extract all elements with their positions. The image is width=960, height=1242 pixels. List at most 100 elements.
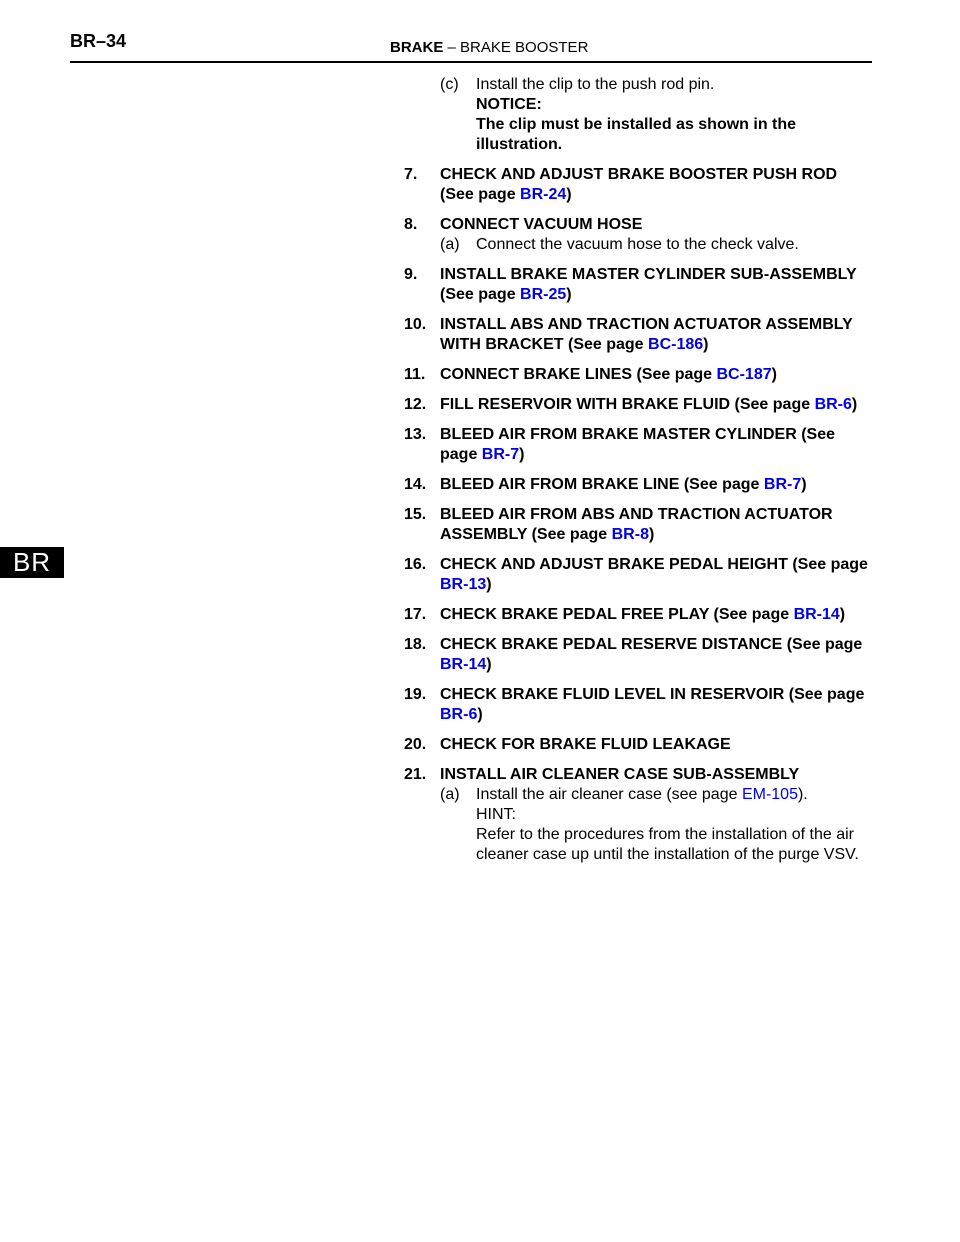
substep-body: Connect the vacuum hose to the check val… xyxy=(476,236,799,253)
step-text: FILL RESERVOIR WITH BRAKE FLUID (See pag… xyxy=(440,395,874,415)
step-number: 16. xyxy=(404,556,427,573)
step-text: CHECK BRAKE PEDAL RESERVE DISTANCE (See … xyxy=(440,635,874,675)
page-link[interactable]: BR-25 xyxy=(520,286,567,303)
procedure-step: 20.CHECK FOR BRAKE FLUID LEAKAGE xyxy=(404,735,874,755)
step-number: 17. xyxy=(404,606,427,623)
step-number: 7. xyxy=(404,166,418,183)
step-text: INSTALL ABS AND TRACTION ACTUATOR ASSEMB… xyxy=(440,315,874,355)
step-close-paren: ) xyxy=(519,446,525,463)
page-number: BR–34 xyxy=(70,31,127,51)
step-text: BLEED AIR FROM BRAKE MASTER CYLINDER (Se… xyxy=(440,425,874,465)
page-link[interactable]: BR-6 xyxy=(814,396,852,413)
step-text: CHECK AND ADJUST BRAKE PEDAL HEIGHT (See… xyxy=(440,555,874,595)
step-close-paren: ) xyxy=(703,336,709,353)
substep-number: (a) xyxy=(440,786,460,803)
procedure-step: 21. INSTALL AIR CLEANER CASE SUB-ASSEMBLY… xyxy=(404,765,874,865)
step-number: 13. xyxy=(404,426,427,443)
step-close-paren: ) xyxy=(839,606,846,623)
step-text: CHECK BRAKE FLUID LEVEL IN RESERVOIR (Se… xyxy=(440,685,874,725)
procedure-step: 9. INSTALL BRAKE MASTER CYLINDER SUB-ASSE… xyxy=(404,265,874,305)
step-title: INSTALL BRAKE MASTER CYLINDER SUB-ASSEMB… xyxy=(440,266,857,303)
step-text: CONNECT BRAKE LINES (See page BC-187) xyxy=(440,365,874,385)
substep-c: (c) Install the clip to the push rod pin… xyxy=(404,75,874,155)
step-title: CHECK AND ADJUST BRAKE PEDAL HEIGHT (See… xyxy=(440,556,868,573)
page-link[interactable]: BR-13 xyxy=(440,576,487,593)
step-title: CONNECT VACUUM HOSE xyxy=(440,216,643,233)
procedure-content: (c) Install the clip to the push rod pin… xyxy=(404,75,874,875)
page-link[interactable]: BC-187 xyxy=(716,366,772,383)
step-close-paren: ) xyxy=(648,526,655,543)
header-separator: – xyxy=(443,39,461,56)
hint-label: HINT: xyxy=(476,806,516,823)
step-title: CHECK FOR BRAKE FLUID LEAKAGE xyxy=(440,736,731,753)
substep: (a) Install the air cleaner case (see pag… xyxy=(440,785,874,865)
substep-end: ). xyxy=(797,786,808,803)
step-close-paren: ) xyxy=(486,656,492,673)
page-link[interactable]: BR-14 xyxy=(793,606,840,623)
substep-text: Connect the vacuum hose to the check val… xyxy=(476,235,874,255)
step-close-paren: ) xyxy=(566,286,572,303)
page-link[interactable]: EM-105 xyxy=(741,786,798,803)
step-number: 21. xyxy=(404,766,427,783)
page-link[interactable]: BR-6 xyxy=(440,706,478,723)
step-number: 11. xyxy=(404,366,426,383)
page-link[interactable]: BC-186 xyxy=(648,336,704,353)
header-subsection: BRAKE BOOSTER xyxy=(460,39,589,56)
procedure-step: 7. CHECK AND ADJUST BRAKE BOOSTER PUSH RO… xyxy=(404,165,874,205)
step-title: CONNECT BRAKE LINES (See page xyxy=(440,366,717,383)
step-text: INSTALL BRAKE MASTER CYLINDER SUB-ASSEMB… xyxy=(440,265,874,305)
step-text: BLEED AIR FROM BRAKE LINE (See page BR-7… xyxy=(440,475,874,495)
procedure-step: 16. CHECK AND ADJUST BRAKE PEDAL HEIGHT (… xyxy=(404,555,874,595)
step-close-paren: ) xyxy=(486,576,492,593)
hint-text: Refer to the procedures from the install… xyxy=(476,826,859,863)
step-text: CONNECT VACUUM HOSE xyxy=(440,215,874,235)
procedure-step: 10. INSTALL ABS AND TRACTION ACTUATOR ASS… xyxy=(404,315,874,355)
step-number: 19. xyxy=(404,686,427,703)
step-title: CHECK BRAKE PEDAL RESERVE DISTANCE (See … xyxy=(440,636,863,653)
procedure-step: 18.CHECK BRAKE PEDAL RESERVE DISTANCE (S… xyxy=(404,635,874,675)
step-title: FILL RESERVOIR WITH BRAKE FLUID (See pag… xyxy=(440,396,815,413)
substep-number: (c) xyxy=(440,76,459,93)
procedure-step: 19. CHECK BRAKE FLUID LEVEL IN RESERVOIR … xyxy=(404,685,874,725)
substep-text: Install the clip to the push rod pin. xyxy=(476,76,715,93)
substep: (a)Connect the vacuum hose to the check … xyxy=(440,235,874,255)
step-number: 10. xyxy=(404,316,427,333)
step-text: CHECK AND ADJUST BRAKE BOOSTER PUSH ROD … xyxy=(440,165,874,205)
step-number: 15. xyxy=(404,506,427,523)
step-title: CHECK BRAKE PEDAL FREE PLAY (See page xyxy=(440,606,794,623)
step-close-paren: ) xyxy=(477,706,483,723)
step-number: 9. xyxy=(404,266,418,283)
header-rule xyxy=(70,61,872,63)
procedure-step: 14.BLEED AIR FROM BRAKE LINE (See page B… xyxy=(404,475,874,495)
step-title: BLEED AIR FROM ABS AND TRACTION ACTUATOR… xyxy=(440,506,833,543)
step-title: BLEED AIR FROM BRAKE LINE (See page xyxy=(440,476,764,493)
step-number: 8. xyxy=(404,216,418,233)
step-text: CHECK FOR BRAKE FLUID LEAKAGE xyxy=(440,735,874,755)
procedure-step: 17. CHECK BRAKE PEDAL FREE PLAY (See page… xyxy=(404,605,874,625)
substep-text: Install the air cleaner case (see page E… xyxy=(476,785,874,805)
page-link[interactable]: BR-7 xyxy=(481,446,520,463)
step-close-paren: ) xyxy=(801,476,807,493)
procedure-step: 11. CONNECT BRAKE LINES (See page BC-187) xyxy=(404,365,874,385)
step-text: BLEED AIR FROM ABS AND TRACTION ACTUATOR… xyxy=(440,505,874,545)
step-title: CHECK AND ADJUST BRAKE BOOSTER PUSH ROD … xyxy=(440,166,838,203)
page-link[interactable]: BR-24 xyxy=(520,186,567,203)
step-text: CHECK BRAKE PEDAL FREE PLAY (See page BR… xyxy=(440,605,874,625)
step-title: BLEED AIR FROM BRAKE MASTER CYLINDER (Se… xyxy=(440,426,835,463)
header-title: BRAKE – BRAKE BOOSTER xyxy=(390,39,588,57)
step-title: INSTALL AIR CLEANER CASE SUB-ASSEMBLY xyxy=(440,766,800,783)
procedure-step: 15. BLEED AIR FROM ABS AND TRACTION ACTUA… xyxy=(404,505,874,545)
step-close-paren: ) xyxy=(566,186,572,203)
section-tab[interactable]: BR xyxy=(0,547,64,578)
step-close-paren: ) xyxy=(771,366,777,383)
notice-label: NOTICE: xyxy=(476,96,542,113)
page-link[interactable]: BR-8 xyxy=(611,526,649,543)
page-link[interactable]: BR-7 xyxy=(763,476,802,493)
page-link[interactable]: BR-14 xyxy=(440,656,487,673)
notice-text: The clip must be installed as shown in t… xyxy=(476,116,797,153)
header-section: BRAKE xyxy=(390,39,444,56)
procedure-step: 12. FILL RESERVOIR WITH BRAKE FLUID (See … xyxy=(404,395,874,415)
steps-list: 7. CHECK AND ADJUST BRAKE BOOSTER PUSH RO… xyxy=(404,165,874,865)
step-number: 12. xyxy=(404,396,427,413)
procedure-step: 13. BLEED AIR FROM BRAKE MASTER CYLINDER … xyxy=(404,425,874,465)
